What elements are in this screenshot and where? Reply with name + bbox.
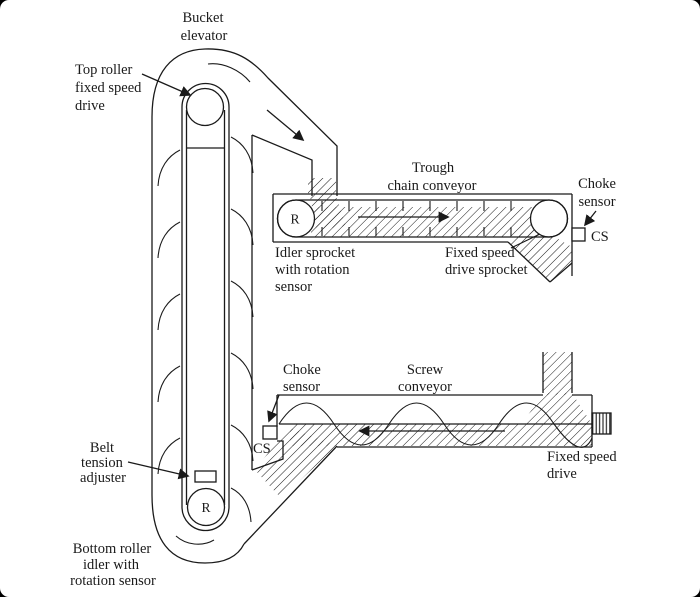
chain-link-ticks (321, 201, 512, 236)
idler-sprocket-label-line1: Idler sprocket (275, 245, 355, 261)
elevator-casing-top (151, 48, 338, 196)
elevator-casing-left-boot (151, 117, 245, 564)
bucket-elevator: R (151, 48, 346, 564)
discharge-chute-inner-wall (251, 134, 313, 196)
bottom-roller-rotation-symbol: R (201, 500, 210, 515)
boot-casing-notch (251, 440, 284, 471)
annotations: Bucket elevator Top roller fixed speed d… (70, 10, 617, 589)
bottom-roller-label-line3: rotation sensor (70, 573, 156, 589)
trough-conveyor-label-line2: chain conveyor (388, 178, 477, 194)
top-roller-label-line3: drive (75, 98, 105, 114)
choke-sensor-left-box (262, 425, 278, 440)
bucket-elevator-label-line1: Bucket (182, 10, 223, 26)
choke-sensor-left-label-line1: Choke (283, 362, 321, 378)
idler-sprocket-label-line2: with rotation (275, 262, 350, 278)
choke-sensor-right-label-line1: Choke (578, 176, 616, 192)
fixed-speed-drive-label-line2: drive (547, 466, 577, 482)
choke-sensor-left-leader-arrow (267, 394, 280, 423)
choke-sensor-right-label-line2: sensor (578, 194, 615, 210)
drive-sprocket-label-line2: drive sprocket (445, 262, 528, 278)
choke-sensor-right-box (571, 227, 586, 242)
top-roller-label-line1: Top roller (75, 62, 133, 78)
screw-conveyor (262, 352, 612, 448)
screw-conveyor-label-line1: Screw (407, 362, 444, 378)
belt-tension-label-line3: adjuster (80, 470, 126, 486)
feed-spread-hatch (522, 393, 592, 424)
chain-belt-loop (276, 199, 569, 238)
drive-sprocket-label-line1: Fixed speed (445, 245, 515, 261)
drive-coupling (591, 412, 612, 435)
belt-tension-adjuster (194, 470, 217, 483)
top-roller-label-line2: fixed speed (75, 80, 142, 96)
screw-material-hatch (290, 424, 592, 446)
trough-chain-conveyor: R (272, 193, 586, 283)
chain-conveyor-chute-hatch (508, 225, 572, 281)
bucket-arcs-right (207, 63, 254, 523)
chain-conveyor-material-hatch (311, 207, 542, 237)
bottom-roller (186, 487, 226, 527)
belt-outer-top-arc (181, 82, 230, 108)
bottom-roller-label-line1: Bottom roller (73, 541, 152, 557)
idler-sprocket-label-line3: sensor (275, 279, 312, 295)
bottom-roller-label-line2: idler with (83, 557, 140, 573)
belt-tension-label-line1: Belt (90, 440, 114, 456)
belt-tension-leader-arrow (127, 461, 190, 480)
belt-outer-bottom-arc (181, 506, 230, 532)
chain-chute-cut (549, 262, 573, 283)
trough-conveyor-label-line1: Trough (412, 160, 455, 176)
chain-chute-diagonal (507, 241, 551, 283)
discharge-flow-arrow (266, 109, 305, 142)
drive-sprocket-leader-line (510, 233, 541, 249)
discharge-chute-material-hatch (308, 178, 336, 196)
top-roller-leader-arrow (141, 73, 192, 97)
belt-tension-label-line2: tension (81, 455, 124, 471)
top-roller (185, 87, 225, 127)
boot-chute-line (243, 445, 338, 545)
choke-sensor-right-cs-label: CS (591, 229, 609, 245)
feed-column-hatch (543, 352, 572, 395)
choke-sensor-left-cs-label: CS (253, 441, 271, 457)
idler-rotation-symbol: R (290, 212, 299, 227)
choke-sensor-right-leader-arrow (583, 210, 597, 227)
bucket-elevator-label-line2: elevator (181, 28, 228, 44)
choke-sensor-left-label-line2: sensor (283, 379, 320, 395)
screw-conveyor-label-line2: conveyor (398, 379, 452, 395)
fixed-speed-drive-label-line1: Fixed speed (547, 449, 617, 465)
